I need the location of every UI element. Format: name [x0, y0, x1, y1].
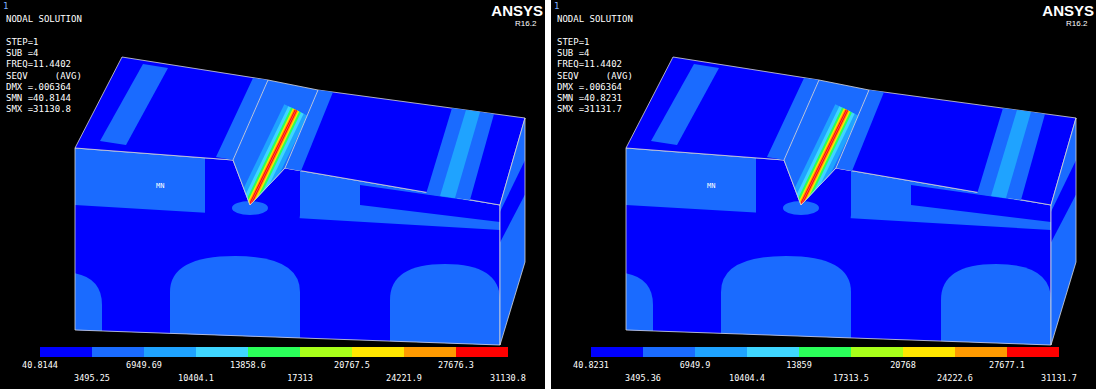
result-info: FREQ=11.4402 [6, 60, 71, 69]
result-info: STEP=1 [557, 38, 590, 47]
colorbar-value: 13859 [786, 361, 812, 370]
contour-plot [0, 0, 545, 389]
software-version: R16.2 [1066, 20, 1087, 28]
result-info: DMX =.006364 [6, 83, 71, 92]
colorbar-value: 20767.5 [334, 361, 370, 370]
plot-panel: 1NODAL SOLUTION STEP=1SUB =4 FREQ=11.4402S… [0, 0, 545, 389]
colorbar-value: 27676.3 [438, 361, 474, 370]
contour-plot [551, 0, 1096, 389]
plot-panel: 1NODAL SOLUTION STEP=1SUB =4 FREQ=11.4402S… [551, 0, 1096, 389]
result-info: SEQV (AVG) [6, 72, 82, 81]
result-info: SMN =40.8231 [557, 94, 622, 103]
colorbar-value: 6949.69 [126, 361, 162, 370]
colorbar-value: 6949.9 [680, 361, 711, 370]
software-version: R16.2 [515, 20, 536, 28]
result-info: FREQ=11.4402 [557, 60, 622, 69]
colorbar-value: 24222.6 [937, 374, 973, 383]
result-info: DMX =.006364 [557, 83, 622, 92]
colorbar-value: 40.8144 [22, 361, 58, 370]
colorbar-value: 20768 [890, 361, 916, 370]
window-number: 1 [3, 2, 8, 11]
colorbar-value: 3495.25 [74, 374, 110, 383]
colorbar-value: 3495.36 [625, 374, 661, 383]
window-number: 1 [554, 2, 559, 11]
plot-title: NODAL SOLUTION [6, 15, 82, 24]
colorbar-value: 31131.7 [1041, 374, 1077, 383]
min-marker: MN [707, 183, 715, 190]
min-marker: MN [156, 183, 164, 190]
colorbar-value: 10404.4 [729, 374, 765, 383]
result-info: STEP=1 [6, 38, 39, 47]
plot-title: NODAL SOLUTION [557, 15, 633, 24]
result-info: SMX =31130.8 [6, 105, 71, 114]
colorbar-value: 13858.6 [230, 361, 266, 370]
result-info: SUB =4 [6, 49, 39, 58]
result-info: SMX =31131.7 [557, 105, 622, 114]
colorbar-value: 24221.9 [386, 374, 422, 383]
result-info: SUB =4 [557, 49, 590, 58]
colorbar-value: 40.8231 [573, 361, 609, 370]
result-info: SMN =40.8144 [6, 94, 71, 103]
colorbar-value: 10404.1 [178, 374, 214, 383]
colorbar-value: 17313.5 [833, 374, 869, 383]
software-logo: ANSYS [491, 3, 543, 18]
colorbar-value: 17313 [287, 374, 313, 383]
colorbar-value: 31130.8 [490, 374, 526, 383]
result-info: SEQV (AVG) [557, 72, 633, 81]
colorbar-value: 27677.1 [989, 361, 1025, 370]
software-logo: ANSYS [1042, 3, 1094, 18]
